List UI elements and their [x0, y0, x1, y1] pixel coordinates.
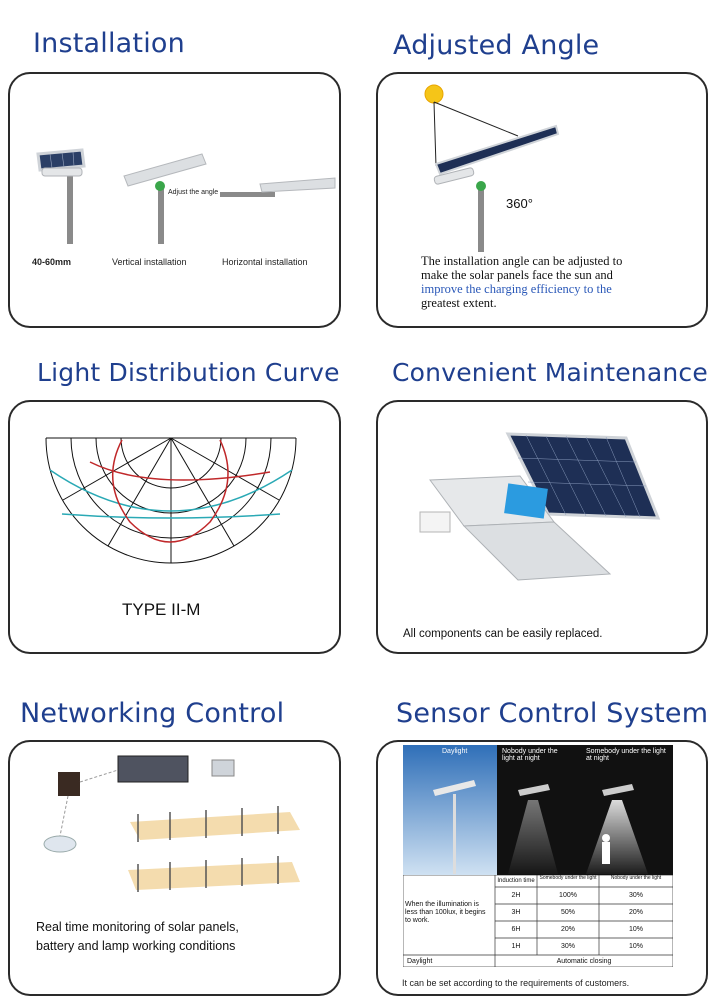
- angle-text-1: The installation angle can be adjusted t…: [421, 254, 623, 268]
- networking-title: Networking Control: [20, 698, 285, 729]
- row4-somebody: 30%: [560, 943, 575, 950]
- sensor-table-grid: [403, 875, 673, 967]
- row3-somebody: 20%: [560, 926, 575, 933]
- panel-daylight-label: Daylight: [442, 748, 468, 755]
- sensor-footer: It can be set according to the requireme…: [402, 978, 630, 988]
- daylight-row-label: Daylight: [407, 958, 433, 965]
- row4-time: 1H: [511, 943, 521, 950]
- angle-label: Adjust the angle: [168, 189, 219, 196]
- networking-caption-2: battery and lamp working conditions: [36, 939, 236, 953]
- maintenance-caption: All components can be easily replaced.: [403, 628, 603, 640]
- maintenance-title: Convenient Maintenance: [392, 358, 708, 387]
- degree-label: 360°: [506, 196, 533, 211]
- daylight-row-value: Automatic closing: [556, 958, 612, 965]
- type-label: TYPE II-M: [122, 600, 201, 619]
- row1-time: 2H: [511, 892, 521, 899]
- installation-card: Adjust the angle 40-60mm Vertical instal…: [8, 72, 341, 328]
- angle-text-2: make the solar panels face the sun and: [421, 268, 613, 282]
- row3-nobody: 10%: [628, 926, 643, 933]
- sensor-title: Sensor Control System: [396, 698, 709, 729]
- header-somebody: Somebody under the light: [539, 875, 597, 881]
- row2-time: 3H: [511, 909, 521, 916]
- label-40-60mm: 40-60mm: [32, 257, 72, 267]
- label-vertical: Vertical installation: [112, 257, 187, 267]
- polar-diagram: [45, 437, 297, 564]
- installation-illustration: [36, 148, 336, 244]
- light-distribution-card: TYPE II-M: [8, 400, 341, 654]
- maintenance-card: All components can be easily replaced.: [376, 400, 708, 654]
- header-nobody: Nobody under the light: [610, 875, 662, 881]
- row3-time: 6H: [511, 926, 521, 933]
- row1-nobody: 30%: [628, 892, 643, 899]
- angle-text-3: improve the charging efficiency to the: [421, 282, 612, 296]
- panel-somebody-label: Somebody under the light at night: [586, 748, 666, 762]
- condition-text: When the illumination is less than 100lu…: [405, 901, 486, 924]
- sensor-card: Daylight Nobody under the light at night…: [376, 740, 708, 996]
- adjusted-angle-card: 360° The installation angle can be adjus…: [376, 72, 708, 328]
- row2-nobody: 20%: [628, 909, 643, 916]
- row1-somebody: 100%: [559, 892, 577, 899]
- networking-card: Real time monitoring of solar panels, ba…: [8, 740, 341, 996]
- sensor-panels: [403, 745, 673, 875]
- row4-nobody: 10%: [628, 943, 643, 950]
- angle-text-4: greatest extent.: [421, 296, 497, 310]
- angle-illustration: [424, 84, 560, 252]
- sensor-table: Induction time Somebody under the light …: [403, 875, 673, 967]
- adjusted-angle-title: Adjusted Angle: [393, 30, 600, 61]
- panel-nobody-label: Nobody under the light at night: [502, 748, 558, 762]
- label-horizontal: Horizontal installation: [222, 257, 308, 267]
- row2-somebody: 50%: [560, 909, 575, 916]
- network-diagram: [43, 755, 300, 892]
- maintenance-illustration: [419, 432, 661, 581]
- networking-caption-1: Real time monitoring of solar panels,: [36, 920, 239, 934]
- light-distribution-title: Light Distribution Curve: [37, 358, 340, 387]
- installation-title: Installation: [33, 28, 185, 59]
- header-induction-time: Induction time: [497, 878, 535, 884]
